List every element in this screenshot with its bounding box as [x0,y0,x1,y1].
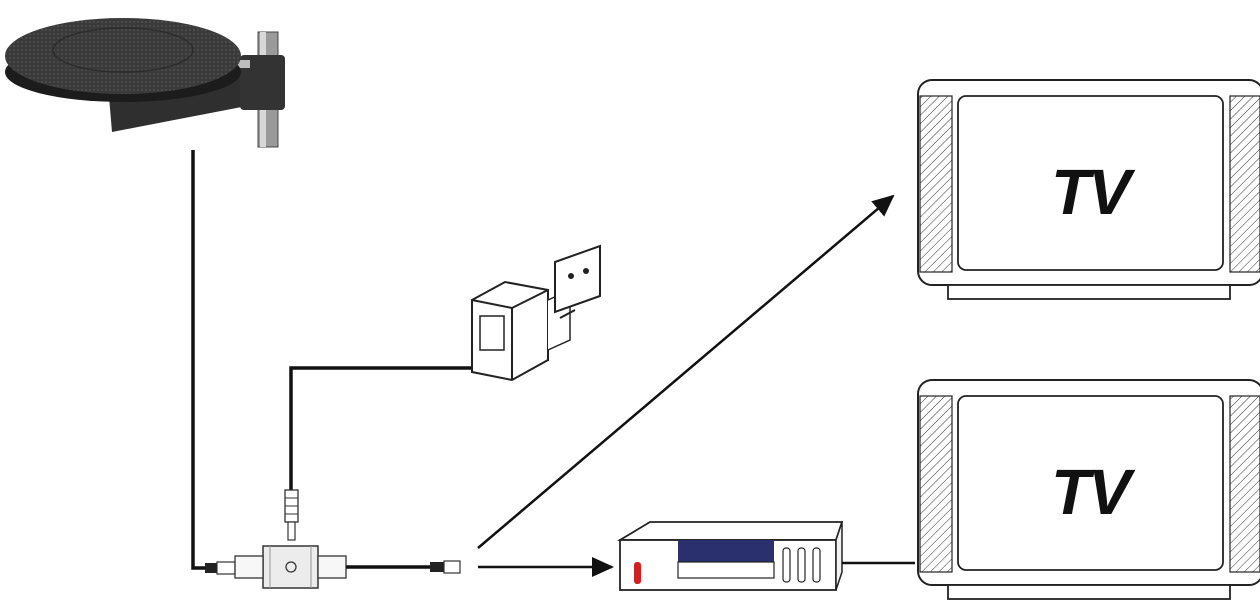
power-plug-connector [284,489,299,541]
tv-bottom-icon: TV [917,379,1260,600]
arrow-to-tv-top [477,194,895,549]
antenna-cable [191,150,207,570]
tv-bottom-label: TV [1051,456,1136,528]
tv-top-icon: TV [917,79,1260,300]
receiver-display [678,540,774,562]
wall-socket-icon [554,244,601,314]
receiver-led [634,562,641,584]
splitter-icon [234,545,347,589]
tv-top-label: TV [1051,156,1136,228]
antenna-icon [5,18,285,148]
power-cable [289,366,488,520]
receiver-icon [616,521,844,591]
